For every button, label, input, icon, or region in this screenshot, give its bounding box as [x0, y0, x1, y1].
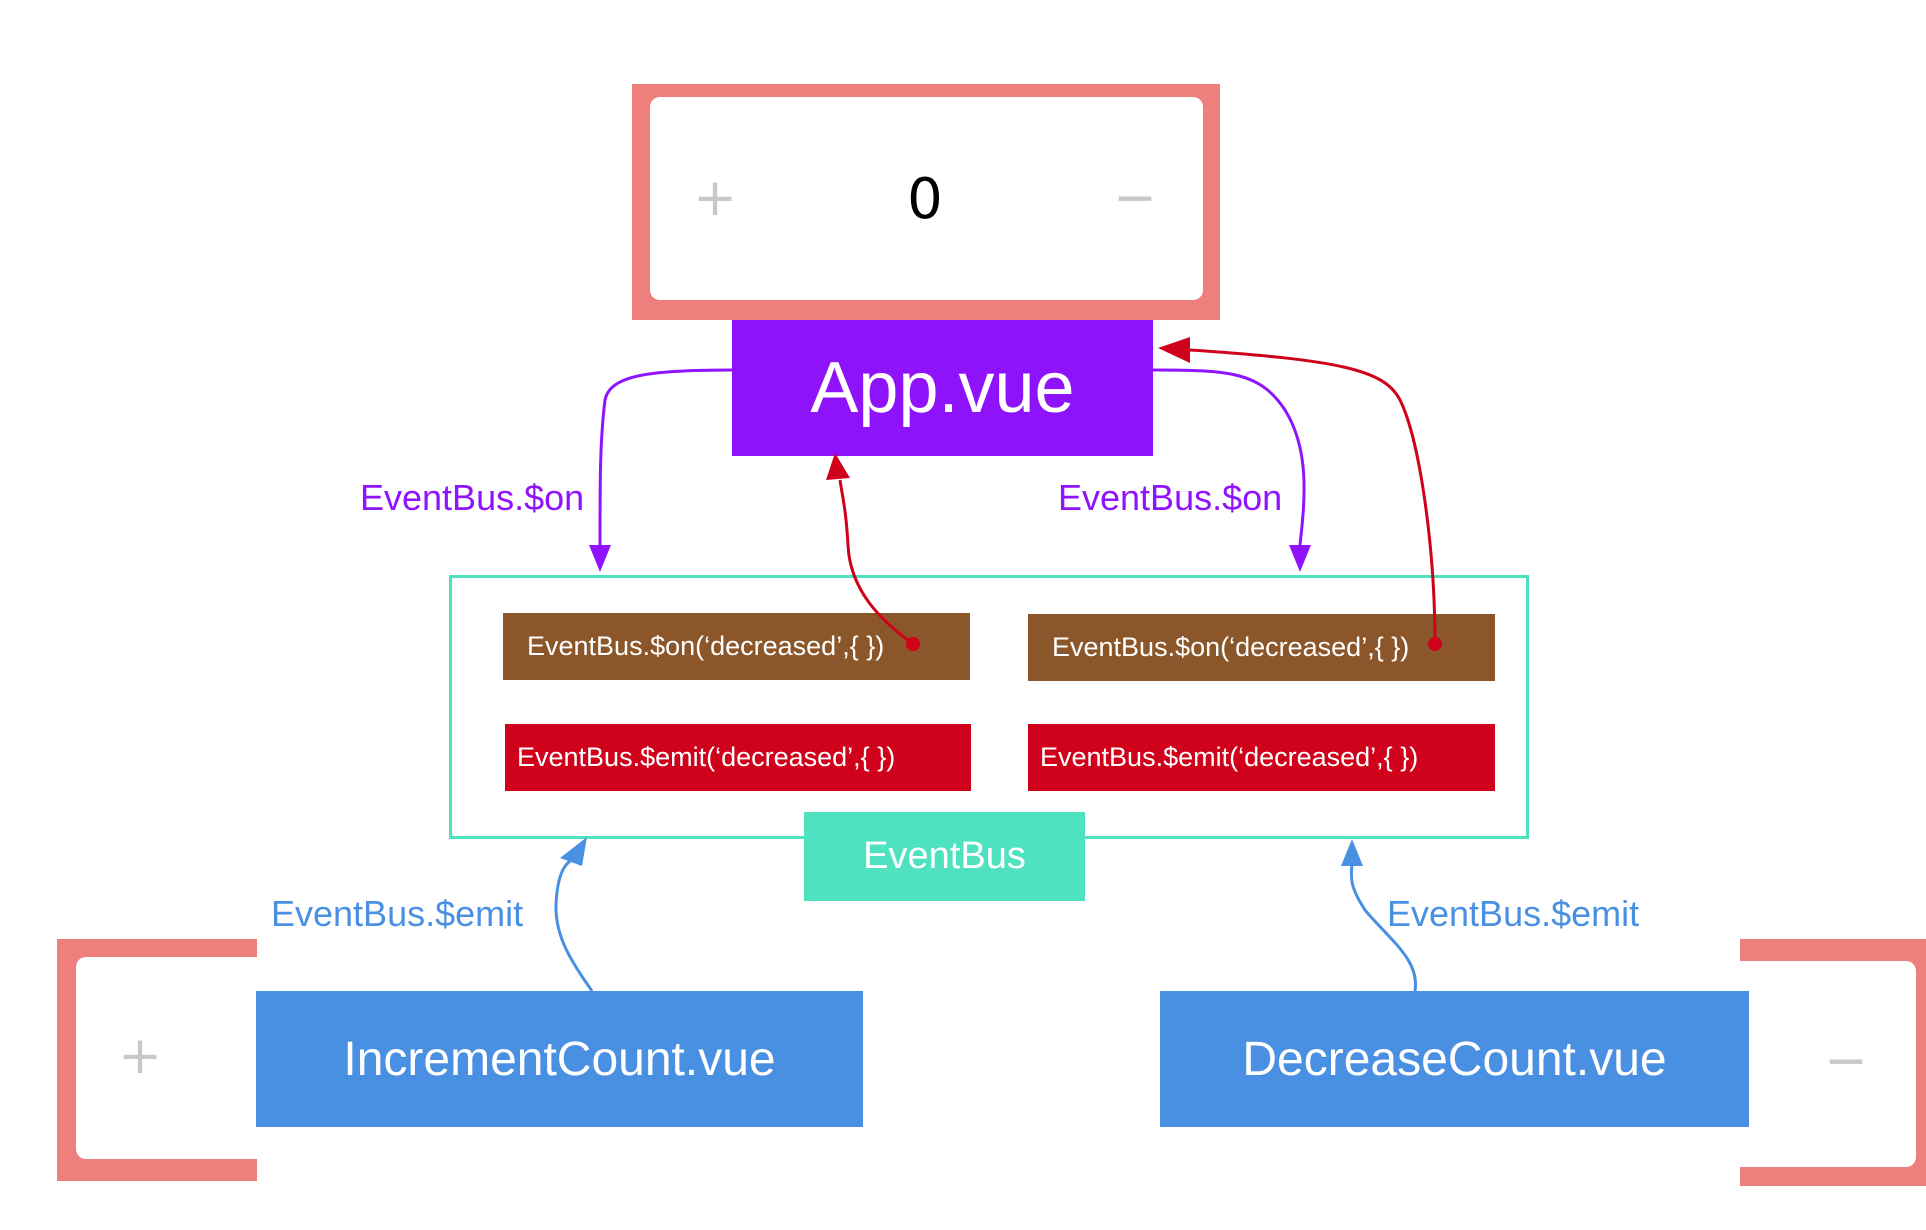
emit-label-right: EventBus.$emit — [1387, 893, 1640, 934]
emit-arrowhead-right-icon — [1341, 839, 1363, 866]
emit-label-left: EventBus.$emit — [271, 893, 524, 934]
increment-component-label: IncrementCount.vue — [343, 1032, 776, 1086]
app-counter-panel — [650, 97, 1203, 300]
on-arrow-right — [1152, 368, 1306, 546]
callback-arrowhead-left-icon — [826, 453, 850, 480]
app-minus-symbol: − — [1113, 168, 1157, 228]
callback-arrow-right — [1189, 348, 1437, 645]
decrease-minus-button[interactable]: − — [1824, 1031, 1868, 1091]
app-component: App.vue — [732, 320, 1153, 456]
callback-arrowhead-right-icon — [1158, 337, 1190, 363]
increment-component: IncrementCount.vue — [256, 991, 863, 1127]
app-component-label: App.vue — [810, 348, 1075, 428]
decrease-component: DecreaseCount.vue — [1160, 991, 1749, 1127]
callback-origin-left-icon — [906, 637, 920, 651]
event-bus-label: EventBus — [863, 835, 1026, 877]
callback-arrow-left — [838, 479, 914, 646]
emit-call-right: EventBus.$emit(‘decreased’,{ }) — [1028, 724, 1495, 791]
on-arrowhead-right-icon — [1289, 545, 1311, 572]
decrease-widget-panel — [1720, 961, 1916, 1167]
on-call-left: EventBus.$on(‘decreased’,{ }) — [503, 613, 970, 680]
on-label-right: EventBus.$on — [1058, 477, 1283, 518]
emit-call-left: EventBus.$emit(‘decreased’,{ }) — [505, 724, 971, 791]
event-bus-label-box: EventBus — [804, 812, 1085, 901]
app-count-value: 0 — [907, 167, 943, 232]
on-arrow-left — [598, 368, 733, 546]
callback-origin-right-icon — [1428, 637, 1442, 651]
app-plus-symbol: + — [693, 168, 737, 228]
on-call-right: EventBus.$on(‘decreased’,{ }) — [1028, 614, 1495, 681]
on-arrowhead-left-icon — [589, 545, 611, 572]
decrease-component-label: DecreaseCount.vue — [1242, 1032, 1667, 1086]
increment-widget-panel — [76, 957, 276, 1159]
emit-arrowhead-left-icon — [560, 837, 587, 866]
emit-arrow-right — [1349, 864, 1418, 992]
increment-plus-button[interactable]: + — [118, 1026, 162, 1086]
on-label-left: EventBus.$on — [360, 477, 585, 518]
emit-arrow-left — [554, 858, 594, 992]
